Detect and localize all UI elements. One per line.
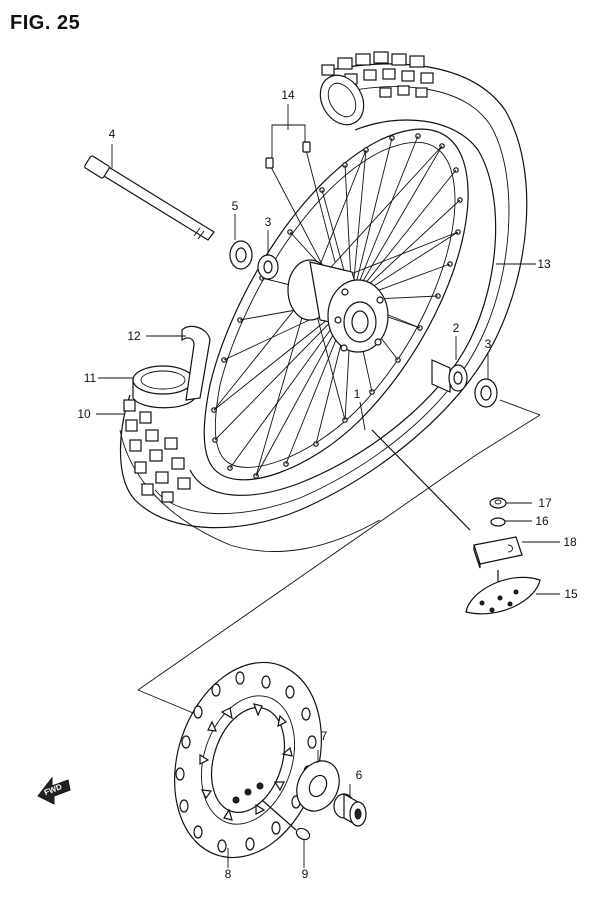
callout-10: 10 — [77, 407, 91, 421]
disc-collar — [333, 792, 367, 828]
rim-lock-nut — [489, 497, 507, 509]
callout-16: 16 — [535, 514, 549, 528]
right-spacer — [474, 378, 498, 408]
callout-3-2: 3 — [485, 337, 492, 351]
loose-spoke-nipples — [265, 141, 311, 169]
callout-17: 17 — [538, 496, 552, 510]
rim-lock-washer — [490, 517, 506, 527]
tube — [132, 365, 196, 409]
forward-arrow: FWD — [37, 776, 71, 805]
callout-8: 8 — [225, 867, 232, 881]
callout-18: 18 — [563, 535, 577, 549]
tread-knobs-top — [321, 51, 434, 98]
figure-title: FIG. 25 — [10, 12, 81, 34]
callout-4: 4 — [109, 127, 116, 141]
disc-washer — [296, 760, 340, 812]
left-spacer — [257, 254, 279, 280]
right-bearing — [431, 359, 468, 393]
callout-2: 2 — [453, 321, 460, 335]
callout-6: 6 — [356, 768, 363, 782]
callout-13: 13 — [537, 257, 551, 271]
disc-bolt-holes — [232, 782, 264, 804]
left-bearing — [229, 240, 253, 270]
callout-5: 5 — [232, 199, 239, 213]
rim-lock — [465, 570, 541, 615]
brake-disc — [174, 661, 322, 859]
disc-bolt — [261, 799, 311, 841]
rim-lock-pad — [473, 536, 523, 569]
callout-14: 14 — [281, 88, 295, 102]
hub — [287, 259, 389, 353]
rim-band — [181, 325, 211, 401]
tread-knobs-left — [123, 399, 191, 503]
rim-lock-guide-line — [371, 429, 471, 531]
callout-9: 9 — [302, 867, 309, 881]
axle — [84, 155, 215, 241]
callout-7: 7 — [321, 729, 328, 743]
tire — [119, 51, 528, 552]
callout-11: 11 — [84, 371, 97, 385]
callout-1: 1 — [354, 387, 361, 401]
callout-3: 3 — [265, 215, 272, 229]
leader-lines — [96, 104, 560, 868]
callout-15: 15 — [564, 587, 578, 601]
callout-12: 12 — [127, 329, 141, 343]
